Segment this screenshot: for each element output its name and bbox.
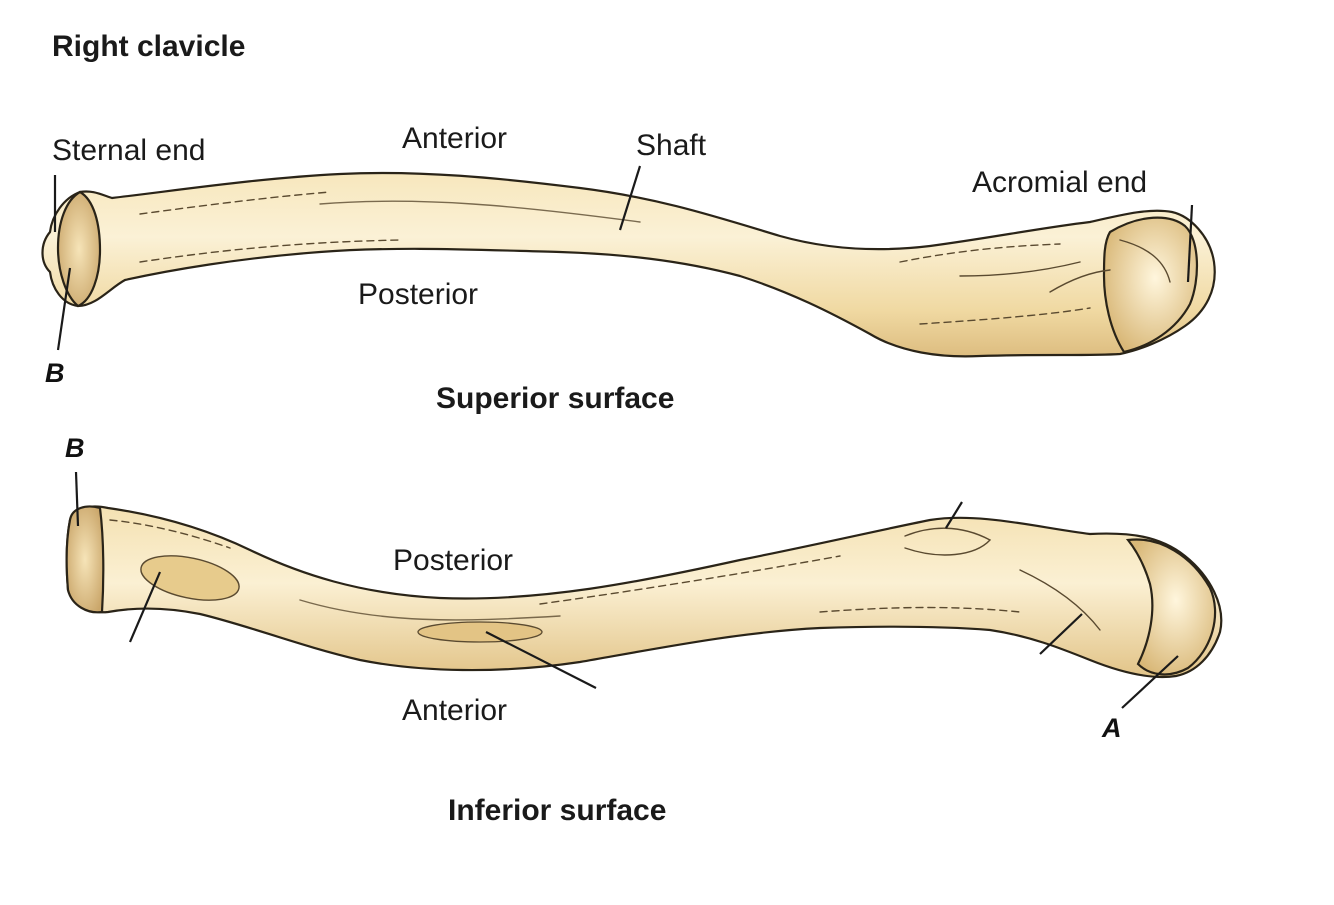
- inferior-clavicle-bone: [67, 507, 1222, 678]
- caption-superior-surface: Superior surface: [436, 382, 674, 415]
- label-shaft: Shaft: [636, 129, 707, 162]
- label-acromial-end: Acromial end: [972, 166, 1147, 199]
- caption-inferior-surface: Inferior surface: [448, 794, 666, 827]
- superior-acromial-facet: [1104, 218, 1197, 352]
- label-inferior-posterior: Posterior: [393, 544, 513, 577]
- label-sternal-end: Sternal end: [52, 134, 205, 167]
- label-superior-anterior: Anterior: [402, 122, 507, 155]
- superior-view: Sternal end Anterior Shaft Acromial end …: [43, 122, 1215, 415]
- marker-inferior-a: A: [1101, 713, 1122, 743]
- inferior-sternal-facet: [67, 507, 104, 613]
- inferior-view: B Posterior Anterior A Inferior surface: [65, 433, 1221, 827]
- diagram-title: Right clavicle: [52, 30, 245, 63]
- inferior-subclavian-groove: [418, 622, 542, 642]
- marker-superior-b: B: [45, 358, 65, 388]
- label-superior-posterior: Posterior: [358, 278, 478, 311]
- marker-inferior-b: B: [65, 433, 85, 463]
- label-inferior-anterior: Anterior: [402, 694, 507, 727]
